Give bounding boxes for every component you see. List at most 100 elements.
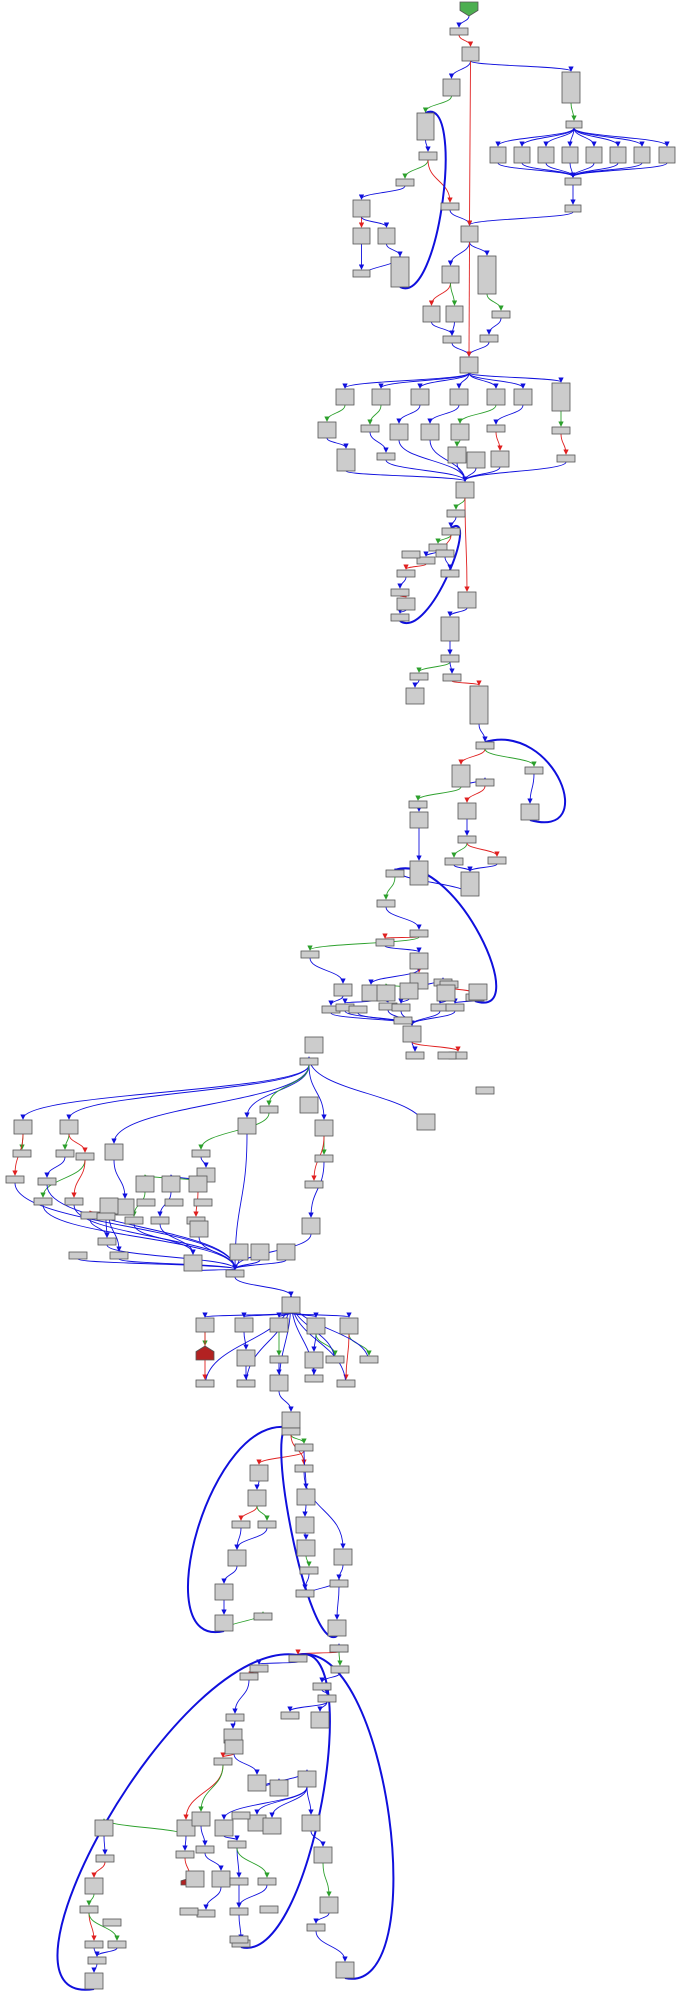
edge	[94, 1947, 118, 1957]
basic-block	[327, 1619, 347, 1637]
basic-block	[317, 421, 337, 439]
basic-block	[304, 1180, 324, 1189]
edge	[567, 127, 575, 147]
basic-block	[352, 199, 371, 218]
edge	[337, 1651, 343, 1666]
edge	[493, 404, 524, 425]
edge	[62, 1133, 70, 1150]
edge	[570, 102, 577, 121]
basic-block	[489, 146, 507, 164]
basic-block	[306, 1317, 326, 1335]
basic-block	[399, 982, 419, 1000]
edge	[451, 680, 482, 686]
basic-block	[257, 1520, 277, 1529]
basic-block	[109, 1251, 129, 1260]
basic-block	[135, 1175, 155, 1193]
basic-block	[409, 672, 429, 681]
edge	[444, 556, 453, 570]
basic-block	[95, 1854, 115, 1863]
basic-block	[551, 426, 571, 435]
edge	[311, 1333, 317, 1352]
basic-block	[513, 146, 531, 164]
edge	[466, 60, 473, 226]
edge	[254, 1480, 260, 1490]
basic-block	[12, 1149, 32, 1158]
edge	[386, 243, 403, 257]
edge	[456, 462, 468, 482]
basic-block	[441, 265, 460, 284]
basic-block	[329, 1644, 349, 1653]
basic-block	[185, 1870, 205, 1888]
edge	[435, 534, 452, 544]
basic-block	[469, 685, 489, 725]
basic-block	[409, 929, 429, 938]
basic-block	[249, 1664, 269, 1673]
edge	[324, 404, 346, 422]
basic-block	[80, 1211, 100, 1220]
edge	[77, 1258, 238, 1270]
basic-block	[229, 1877, 249, 1886]
basic-block	[564, 204, 582, 213]
edge	[46, 1184, 238, 1270]
edge	[397, 576, 407, 589]
basic-block	[422, 305, 441, 323]
basic-block	[124, 1216, 144, 1225]
edge	[398, 998, 410, 1004]
basic-block	[150, 1216, 170, 1225]
basic-block	[84, 1877, 104, 1895]
basic-block	[440, 569, 460, 578]
basic-block	[176, 1819, 196, 1837]
edge	[466, 341, 490, 357]
basic-block	[468, 983, 488, 1001]
basic-block	[377, 227, 396, 245]
edge	[486, 293, 504, 311]
edge	[458, 748, 486, 765]
basic-block	[520, 803, 540, 821]
basic-block	[225, 1713, 245, 1722]
basic-block	[5, 1175, 25, 1184]
basic-block	[455, 481, 475, 499]
edge	[454, 439, 461, 447]
edge	[385, 906, 422, 930]
edge	[392, 868, 471, 897]
back-edge	[187, 1425, 292, 1634]
back-edge	[240, 1653, 331, 1949]
edge	[198, 1764, 224, 1812]
basic-block	[491, 310, 511, 319]
edge	[42, 1204, 238, 1270]
basic-block	[442, 673, 462, 682]
edge	[495, 127, 575, 147]
basic-block	[296, 1539, 316, 1557]
basic-block	[188, 1175, 208, 1193]
edge	[378, 372, 470, 389]
edge	[453, 864, 473, 872]
basic-block	[409, 860, 429, 886]
edge	[358, 185, 406, 200]
basic-block	[564, 177, 582, 186]
edge	[200, 1825, 208, 1846]
edge	[159, 1223, 196, 1255]
edge	[290, 1434, 307, 1444]
basic-block	[359, 1355, 379, 1364]
edge	[308, 1064, 327, 1120]
edge	[309, 957, 346, 984]
basic-block	[457, 802, 477, 820]
edge	[86, 1893, 95, 1906]
edge	[573, 127, 621, 147]
basic-block	[459, 356, 479, 374]
basic-block	[390, 256, 410, 288]
edge	[106, 1244, 238, 1270]
edge	[310, 1830, 326, 1847]
edge	[342, 372, 470, 389]
basic-block	[189, 1220, 209, 1238]
basic-block	[231, 1811, 251, 1820]
basic-block	[237, 1117, 257, 1135]
basic-block	[59, 1119, 79, 1135]
basic-block	[360, 424, 380, 433]
edge	[232, 1679, 250, 1714]
basic-block	[490, 450, 510, 468]
edge	[468, 372, 564, 383]
basic-block	[585, 146, 603, 164]
basic-block	[409, 952, 429, 970]
